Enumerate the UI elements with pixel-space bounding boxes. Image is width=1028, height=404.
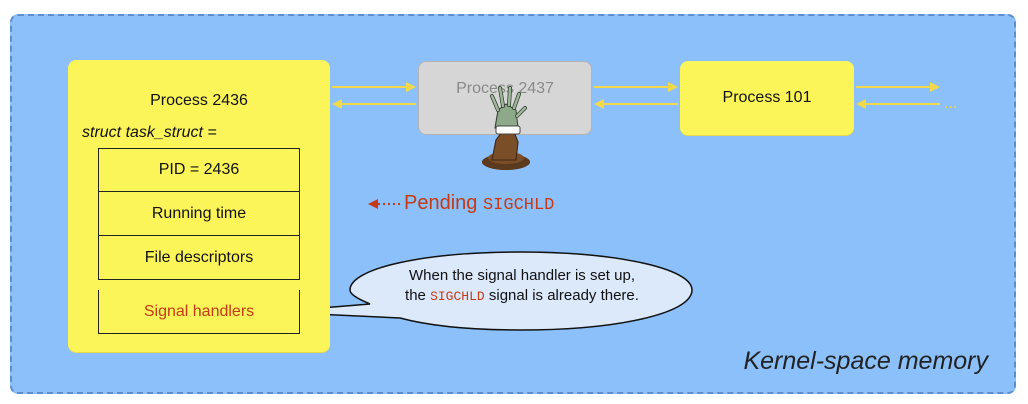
pending-signal-label: Pending SIGCHLD (404, 192, 554, 215)
kernel-space-label: Kernel-space memory (743, 347, 988, 375)
speech-bubble-text: When the signal handler is set up, the S… (362, 266, 682, 307)
process-2436-box: Process 2436 struct task_struct = PID = … (68, 60, 330, 352)
field-file-descriptors: File descriptors (98, 236, 300, 280)
process-2437-title: Process 2437 (456, 80, 554, 97)
bubble-line-2-before: the (405, 287, 431, 304)
bubble-signal-code: SIGCHLD (430, 289, 485, 304)
process-2437-box: Process 2437 (418, 61, 592, 135)
bubble-line-2: the SIGCHLD signal is already there. (362, 286, 682, 307)
field-running-time: Running time (98, 192, 300, 236)
process-2436-title: Process 2436 (150, 92, 248, 109)
pending-prefix: Pending (404, 192, 483, 214)
field-pid: PID = 2436 (98, 148, 300, 192)
bubble-line-1: When the signal handler is set up, (409, 267, 635, 284)
process-101-title: Process 101 (722, 89, 812, 106)
field-signal-handlers: Signal handlers (98, 290, 300, 334)
bubble-line-2-after: signal is already there. (484, 287, 639, 304)
process-101-box: Process 101 (680, 61, 854, 135)
speech-bubble (271, 251, 693, 331)
continuation-ellipsis: ... (944, 95, 957, 112)
struct-label: struct task_struct = (82, 124, 217, 141)
pending-signal-code: SIGCHLD (482, 196, 555, 215)
